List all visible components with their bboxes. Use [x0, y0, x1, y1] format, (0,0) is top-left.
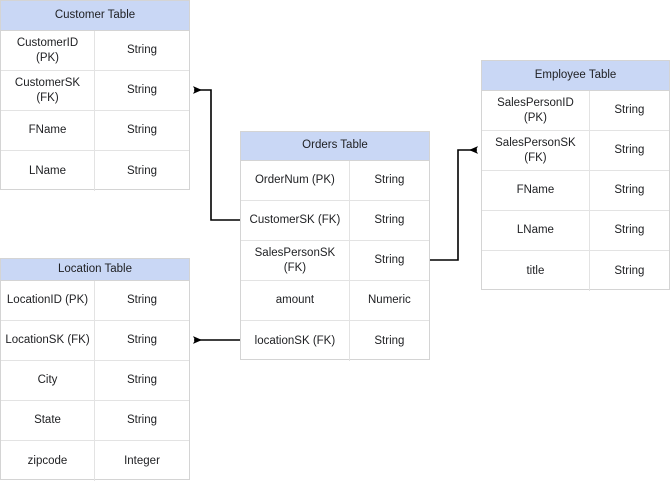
- er-field-type: String: [374, 214, 405, 227]
- er-field-type: String: [126, 84, 158, 97]
- er-field-row[interactable]: SalesPersonID (PK) String: [482, 91, 669, 131]
- er-field-name: title: [482, 251, 590, 291]
- er-field-row[interactable]: LocationID (PK) String: [1, 281, 189, 321]
- er-field-name: amount: [241, 281, 350, 320]
- er-field-row[interactable]: title String: [482, 251, 669, 291]
- relationship-orders-employee[interactable]: [430, 146, 478, 261]
- er-table-title-customer: Customer Table: [1, 1, 189, 31]
- er-field-name: SalesPersonSK (FK): [241, 241, 350, 280]
- er-field-row[interactable]: locationSK (FK) String: [241, 321, 429, 361]
- er-field-type: String: [126, 374, 158, 387]
- er-field-type: String: [126, 294, 158, 307]
- er-field-type: String: [126, 164, 158, 177]
- er-field-row[interactable]: CustomerSK (FK) String: [1, 71, 189, 111]
- er-field-type: String: [614, 264, 645, 277]
- er-field-row[interactable]: LocationSK (FK) String: [1, 321, 189, 361]
- er-field-type: String: [126, 44, 158, 57]
- er-field-type: String: [126, 334, 158, 347]
- er-field-type: String: [126, 414, 158, 427]
- er-field-row[interactable]: LName String: [482, 211, 669, 251]
- er-table-title-employee: Employee Table: [482, 61, 669, 91]
- er-field-type: String: [614, 224, 645, 237]
- er-field-name: locationSK (FK): [241, 321, 350, 361]
- er-field-name: LocationID (PK): [1, 281, 95, 320]
- er-field-row[interactable]: zipcode Integer: [1, 441, 189, 481]
- er-field-row[interactable]: CustomerID (PK) String: [1, 31, 189, 71]
- er-field-type: String: [614, 104, 645, 117]
- er-field-name: LocationSK (FK): [1, 321, 95, 360]
- er-field-type: String: [614, 144, 645, 157]
- er-table-title-location: Location Table: [1, 259, 189, 281]
- er-table-title-orders: Orders Table: [241, 132, 429, 161]
- er-field-name: SalesPersonID (PK): [482, 91, 590, 130]
- er-field-name: State: [1, 401, 95, 440]
- er-field-row[interactable]: OrderNum (PK) String: [241, 161, 429, 201]
- er-field-type: Integer: [124, 454, 160, 467]
- er-field-row[interactable]: amount Numeric: [241, 281, 429, 321]
- er-field-name: SalesPersonSK (FK): [482, 131, 590, 170]
- er-field-type: String: [126, 124, 158, 137]
- er-field-name: OrderNum (PK): [241, 161, 350, 200]
- er-field-type: Numeric: [368, 294, 411, 307]
- er-field-name: LName: [482, 211, 590, 250]
- er-field-name: FName: [482, 171, 590, 210]
- er-field-name: CustomerID (PK): [1, 31, 95, 70]
- er-field-type: String: [374, 174, 405, 187]
- er-field-name: LName: [1, 151, 95, 191]
- er-field-row[interactable]: State String: [1, 401, 189, 441]
- er-field-name: zipcode: [1, 441, 95, 481]
- relationship-orders-customer[interactable]: [193, 86, 240, 221]
- er-field-row[interactable]: SalesPersonSK (FK) String: [241, 241, 429, 281]
- er-field-row[interactable]: FName String: [1, 111, 189, 151]
- er-field-type: String: [374, 334, 405, 347]
- er-field-row[interactable]: FName String: [482, 171, 669, 211]
- er-field-name: CustomerSK (FK): [241, 201, 350, 240]
- er-field-row[interactable]: SalesPersonSK (FK) String: [482, 131, 669, 171]
- er-field-row[interactable]: CustomerSK (FK) String: [241, 201, 429, 241]
- er-field-name: FName: [1, 111, 95, 150]
- er-field-name: City: [1, 361, 95, 400]
- er-field-name: CustomerSK (FK): [1, 71, 95, 110]
- er-field-type: String: [374, 254, 405, 267]
- er-field-row[interactable]: City String: [1, 361, 189, 401]
- er-field-row[interactable]: LName String: [1, 151, 189, 191]
- er-field-type: String: [614, 184, 645, 197]
